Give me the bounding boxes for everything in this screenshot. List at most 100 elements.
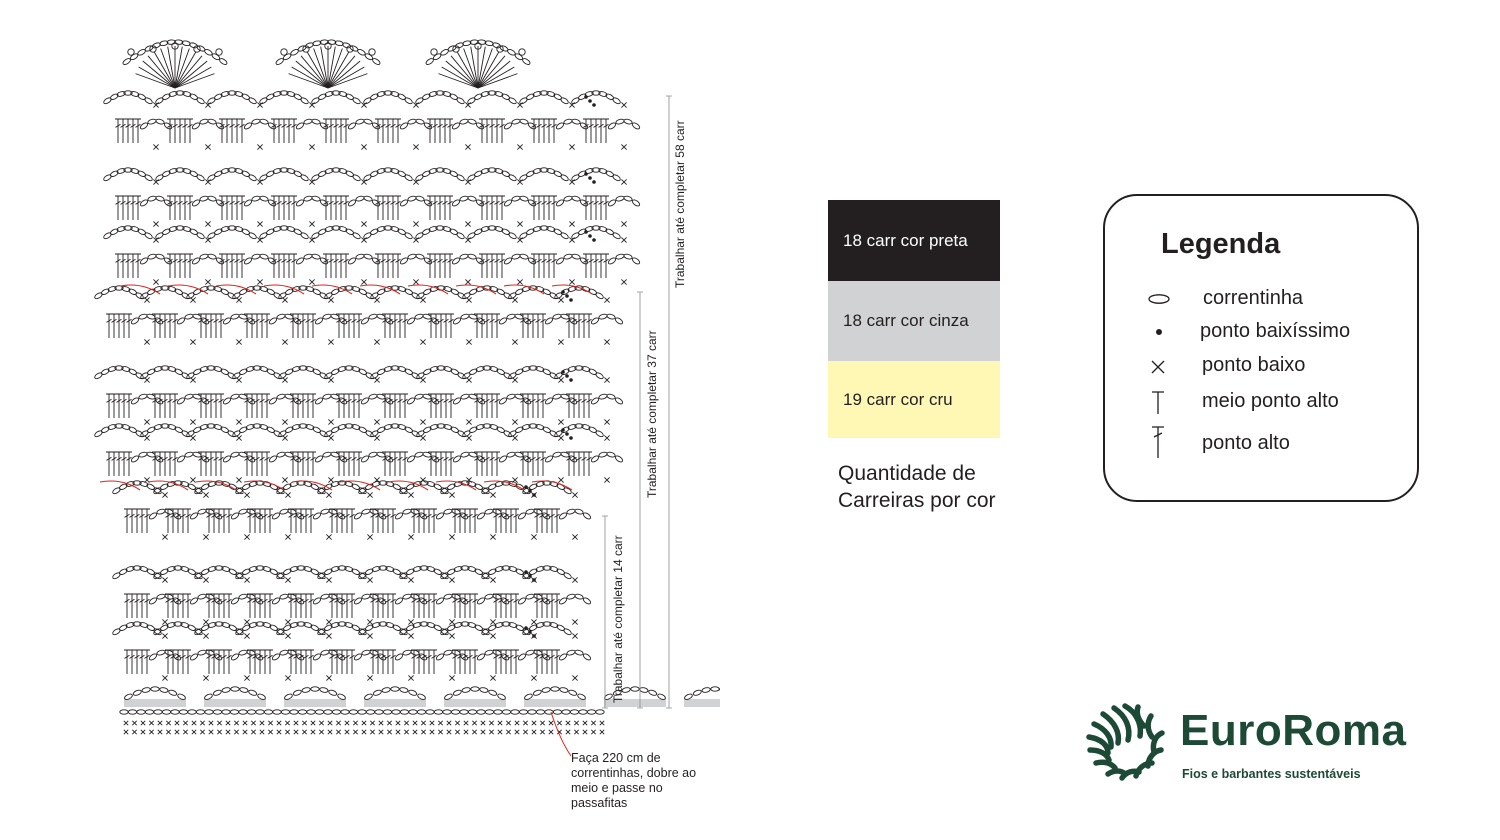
- chain-stitch: [426, 481, 436, 487]
- chain-stitch: [276, 572, 285, 580]
- chain-stitch: [494, 481, 504, 487]
- fan-stitch: [174, 73, 215, 89]
- double-crochet-mark: [323, 195, 329, 220]
- single-crochet-mark: [599, 729, 605, 735]
- chain-stitch: [371, 622, 381, 628]
- chain-stitch: [248, 174, 257, 182]
- chain-stitch: [227, 90, 237, 96]
- chain-stitch: [467, 253, 477, 260]
- fan-stitch: [445, 60, 479, 89]
- chain-stitch: [560, 426, 570, 433]
- double-crochet-mark: [125, 195, 131, 220]
- chain-stitch: [376, 368, 386, 375]
- double-crochet-mark: [219, 118, 225, 143]
- chain-stitch: [191, 199, 201, 207]
- chain-stitch: [402, 508, 412, 515]
- double-crochet-mark: [125, 118, 131, 143]
- double-crochet-mark: [271, 253, 277, 278]
- chain-stitch: [116, 226, 126, 232]
- double-crochet-mark: [540, 393, 546, 418]
- single-crochet-mark: [236, 419, 242, 425]
- double-crochet-mark: [385, 195, 391, 220]
- chain-stitch: [405, 483, 415, 490]
- chain-stitch: [230, 653, 240, 661]
- chain-stitch: [312, 512, 322, 520]
- chain-stitch: [446, 483, 456, 490]
- chain-stitch: [443, 649, 453, 656]
- double-crochet-mark: [264, 451, 270, 476]
- chain-stitch: [595, 372, 604, 380]
- chain-stitch: [390, 226, 400, 232]
- double-crochet-mark: [513, 593, 519, 618]
- double-crochet-mark: [431, 649, 437, 674]
- legend-label-chain: correntinha: [1203, 287, 1304, 309]
- chain-stitch: [443, 366, 453, 372]
- chain-stitch: [234, 91, 244, 97]
- chain-stitch: [429, 424, 439, 430]
- double-crochet-mark: [583, 253, 589, 278]
- double-crochet-mark: [443, 393, 449, 418]
- chain-stitch: [535, 709, 546, 715]
- chain-stitch: [227, 292, 236, 300]
- join-line: [291, 480, 333, 491]
- chain-stitch: [214, 621, 224, 627]
- chain-stitch: [207, 622, 217, 628]
- chain-stitch: [552, 393, 562, 400]
- chain-stitch: [623, 253, 633, 260]
- chain-stitch: [271, 653, 281, 661]
- chain-stitch: [323, 709, 333, 715]
- chain-stitch: [476, 512, 486, 520]
- chain-stitch: [259, 286, 269, 292]
- double-crochet-mark: [224, 195, 230, 220]
- chain-stitch: [566, 649, 576, 656]
- double-crochet-mark: [437, 253, 443, 278]
- foundation-bar: [684, 699, 720, 707]
- chain-stitch: [127, 709, 138, 715]
- chain-stitch: [555, 122, 565, 130]
- single-crochet-mark: [465, 144, 471, 150]
- chain-stitch: [563, 118, 573, 125]
- double-crochet-mark: [323, 118, 329, 143]
- chain-stitch: [426, 622, 436, 628]
- single-crochet-mark: [466, 339, 472, 345]
- double-crochet-mark: [276, 253, 282, 278]
- single-crochet-mark: [267, 720, 274, 726]
- double-crochet-mark: [499, 253, 505, 278]
- chain-stitch: [352, 97, 361, 105]
- chain-stitch: [303, 566, 313, 572]
- double-crochet-mark: [426, 508, 432, 533]
- chain-stitch: [365, 709, 376, 715]
- chain-stitch: [390, 686, 400, 692]
- chain-stitch: [477, 39, 487, 45]
- single-crochet-mark: [420, 339, 426, 345]
- chain-stitch: [347, 199, 357, 207]
- double-crochet-mark: [291, 253, 297, 278]
- chain-stitch: [230, 451, 240, 458]
- chain-stitch: [399, 628, 408, 636]
- single-crochet-mark: [328, 339, 334, 345]
- chain-stitch: [286, 91, 296, 97]
- chain-stitch: [423, 122, 433, 130]
- chain-stitch: [144, 174, 153, 182]
- double-crochet-mark: [135, 118, 141, 143]
- single-crochet-mark: [131, 729, 138, 735]
- double-crochet-mark: [375, 118, 381, 143]
- legend-box: Legenda correntinha ponto baixíssimo pon…: [1103, 194, 1419, 502]
- single-crochet-mark: [162, 675, 168, 681]
- double-crochet-mark: [276, 118, 282, 143]
- chain-stitch: [147, 118, 157, 125]
- chain-stitch: [590, 317, 600, 325]
- picot-mark: [302, 45, 310, 53]
- chain-stitch: [361, 593, 371, 600]
- chain-stitch: [245, 366, 255, 372]
- chain-stitch: [238, 368, 248, 375]
- chain-stitch: [324, 91, 334, 97]
- double-crochet-mark: [162, 393, 168, 418]
- double-crochet-mark: [120, 118, 126, 143]
- single-crochet-mark: [328, 477, 334, 483]
- chain-stitch: [511, 195, 521, 202]
- chain-stitch: [467, 709, 478, 715]
- double-crochet-mark: [310, 393, 316, 418]
- double-crochet-mark: [144, 593, 150, 618]
- chain-stitch: [150, 686, 160, 692]
